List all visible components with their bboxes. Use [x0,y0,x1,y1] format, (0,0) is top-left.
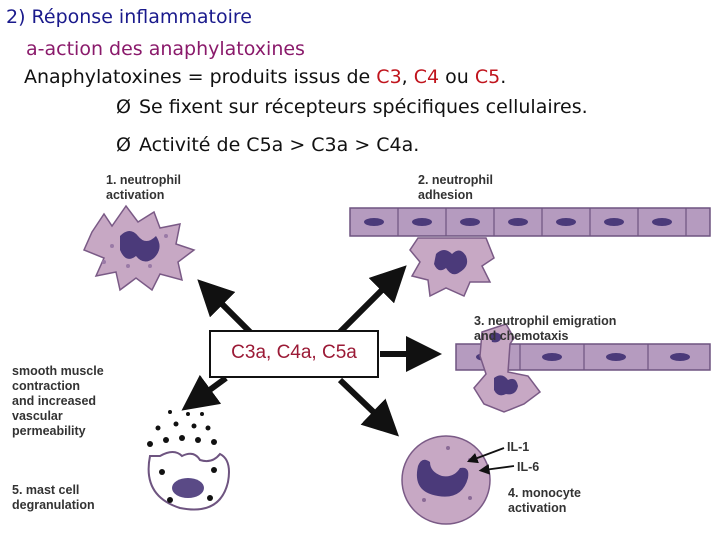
c3-text: C3 [376,66,402,88]
arrow-to-smooth-muscle [181,374,228,411]
slide-subtitle: a-action des anaphylatoxines [26,38,305,60]
c5-text: C5 [474,66,501,88]
arrow-to-adhesion [337,265,407,335]
step4-line2: activation [508,501,567,515]
bullet-activity: Ø Activité de C5a > C3a > C4a. [116,134,419,156]
arrow-bullet-icon: Ø [116,134,131,156]
c4-text: C4 [413,66,440,88]
smooth-line4: vascular [12,409,63,423]
activated-neutrophil [82,204,196,292]
step5-line1: 5. mast cell [12,483,80,497]
step1-line1: 1. neutrophil [106,173,181,187]
smooth-line2: contraction [12,379,81,393]
mast-cell [147,410,230,511]
arrow-to-activation [197,279,255,337]
smooth-line5: permeability [12,424,86,438]
anaphylatoxin-box: C3a, C4a, C5a [209,330,379,378]
step5-line2: degranulation [12,498,95,512]
bullet-receptors-text: Se fixent sur récepteurs spécifiques cel… [138,96,588,118]
smooth-line3: and increased [12,394,97,408]
step2-line2: adhesion [418,188,473,202]
bullet-receptors: Ø Se fixent sur récepteurs spécifiques ce… [116,96,588,118]
monocyte [401,435,491,525]
step3-line2: and chemotaxis [474,329,569,343]
step2-line1: 2. neutrophil [418,173,493,187]
step1-line2: activation [106,188,165,202]
step4-line1: 4. monocyte [508,486,581,500]
smooth-line1: smooth muscle [12,364,104,378]
definition-line: Anaphylatoxines = produits issus de C3, … [24,66,506,88]
definition-text: Anaphylatoxines = produits issus de [24,66,377,88]
il1-label: IL-1 [507,440,530,454]
sep2-text: ou [439,66,475,88]
cytokine-arrows [466,447,515,475]
step3-line1: 3. neutrophil emigration [474,314,617,328]
slide-title: 2) Réponse inflammatoire [6,6,252,28]
emigrating-neutrophil [473,323,542,413]
sep1-text: , [401,66,414,88]
emigration-vessel [455,343,711,371]
bullet-activity-text: Activité de C5a > C3a > C4a. [138,134,420,156]
arrows [181,265,442,437]
adhering-neutrophil [409,237,495,298]
anaphylatoxin-box-label: C3a, C4a, C5a [231,342,357,363]
arrow-bullet-icon: Ø [116,96,131,118]
il6-label: IL-6 [517,460,540,474]
vessel-wall [349,207,711,237]
arrow-to-monocyte [337,377,400,437]
end-text: . [500,66,507,88]
